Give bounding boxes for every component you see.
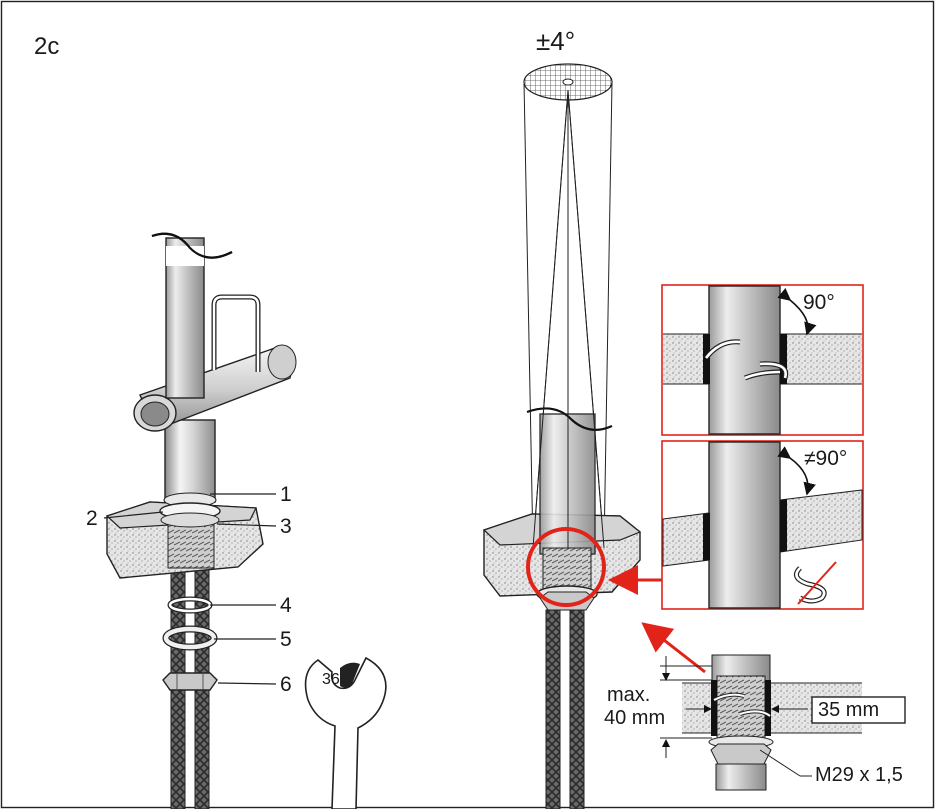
hole-diameter-label: 35 mm: [818, 699, 880, 721]
max-label-line1: max.: [607, 684, 651, 706]
part-label-3: 3: [280, 515, 292, 538]
angle-incorrect: ≠90°: [804, 447, 848, 470]
part-label-2: 2: [86, 507, 98, 530]
faucet-body: [164, 419, 216, 503]
left-faucet-assembly: [103, 232, 297, 809]
part-label-4: 4: [280, 594, 292, 617]
detail-incorrect: [661, 440, 864, 610]
detail-correct-90: [661, 284, 864, 436]
figure-id: 2c: [34, 33, 60, 60]
center-faucet-assembly: [482, 63, 642, 809]
hex-nut-6: [162, 672, 218, 691]
tilt-label: ±4°: [536, 26, 576, 56]
washer-5: [163, 626, 217, 650]
part-label-6: 6: [280, 673, 292, 696]
wrench-36: [304, 656, 387, 809]
part-label-1: 1: [280, 483, 292, 506]
part-label-5: 5: [280, 628, 292, 651]
max-label-line2: 40 mm: [604, 707, 666, 729]
thread-label: M29 x 1,5: [815, 764, 903, 786]
angle-correct: 90°: [803, 291, 835, 314]
mounting-detail: [660, 654, 906, 791]
hole-diameter-box: [811, 696, 906, 724]
wrench-size: 36: [322, 671, 340, 688]
red-arrow-mount: [641, 622, 706, 674]
highlight-circle: [526, 527, 606, 607]
ring-3: [160, 512, 220, 528]
